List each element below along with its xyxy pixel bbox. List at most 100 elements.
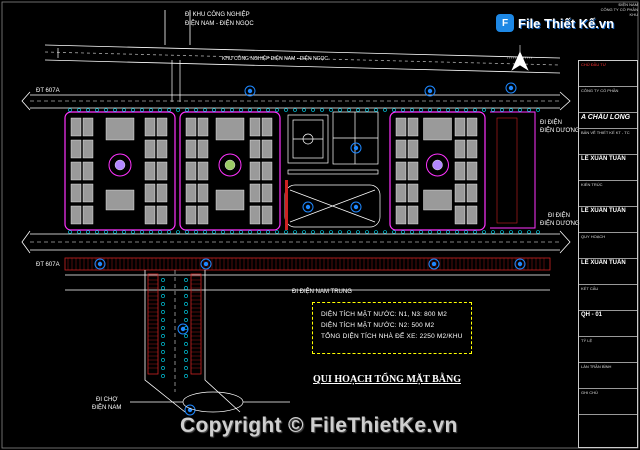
building xyxy=(144,205,156,225)
tree xyxy=(161,350,165,354)
tree xyxy=(176,230,180,234)
water-center xyxy=(247,88,253,94)
tree xyxy=(239,108,243,112)
building xyxy=(395,205,407,225)
building xyxy=(466,117,478,137)
tree xyxy=(158,230,162,234)
water-circle xyxy=(177,323,189,335)
water-circle xyxy=(244,85,256,97)
tree xyxy=(131,230,135,234)
tree xyxy=(184,278,188,282)
titleblock-header: ĐIỆN NAM CÔNG TY CỔ PHẦN KHU xyxy=(578,2,638,58)
plaza-center xyxy=(114,159,126,171)
tree xyxy=(122,230,126,234)
building xyxy=(454,183,466,203)
plaza-ring xyxy=(426,153,449,177)
tree xyxy=(161,366,165,370)
tree xyxy=(212,230,216,234)
building xyxy=(454,161,466,181)
building xyxy=(156,183,168,203)
tree xyxy=(161,334,165,338)
plan-title: QUI HOẠCH TỔNG MẶT BẰNG xyxy=(313,374,461,385)
titleblock-row: KIẾN TRÚC xyxy=(579,181,637,207)
water-center xyxy=(305,204,311,210)
label-dt607a-bottom: ĐT 607A xyxy=(36,262,60,268)
building xyxy=(407,139,419,159)
road-to-market xyxy=(144,270,241,413)
titleblock-row: CÔNG TY CỔ PHẦN xyxy=(579,87,637,113)
titleblock-row: LÊ XUÂN TUẤN xyxy=(579,259,637,285)
legend-line-2: DIỆN TÍCH MẶT NƯỚC: N2: 500 M2 xyxy=(321,322,435,329)
plaza-roof xyxy=(105,117,135,141)
tree xyxy=(491,230,495,234)
building xyxy=(466,161,478,181)
tree xyxy=(365,230,369,234)
titleblock-row: QH - 01 xyxy=(579,311,637,337)
building xyxy=(261,161,273,181)
tree xyxy=(401,230,405,234)
tree xyxy=(185,230,189,234)
tree xyxy=(184,302,188,306)
tree xyxy=(184,318,188,322)
tree xyxy=(266,108,270,112)
filethietke-logo-icon: F xyxy=(496,14,514,32)
building xyxy=(395,139,407,159)
watermark-logo: F File Thiết Kế.vn xyxy=(496,14,614,32)
tree xyxy=(284,108,288,112)
tree xyxy=(437,108,441,112)
tree xyxy=(293,230,297,234)
tree xyxy=(104,230,108,234)
tree xyxy=(410,230,414,234)
building xyxy=(466,205,478,225)
tree xyxy=(536,230,540,234)
tree xyxy=(158,108,162,112)
label-kcn-road: KHU CÔNG NGHIỆP ĐIỆN NAM - ĐIỆN NGỌC xyxy=(222,56,329,62)
residential-blocks xyxy=(64,111,486,231)
water-circle xyxy=(94,258,106,270)
tree xyxy=(167,230,171,234)
industrial-road xyxy=(44,10,561,74)
tree xyxy=(383,108,387,112)
building xyxy=(249,205,261,225)
tree xyxy=(527,230,531,234)
tree xyxy=(374,230,378,234)
tree xyxy=(293,108,297,112)
water-center xyxy=(180,326,186,332)
tree xyxy=(203,230,207,234)
tree xyxy=(161,342,165,346)
building xyxy=(454,117,466,137)
tree-circles xyxy=(68,108,540,378)
tree xyxy=(356,230,360,234)
tree xyxy=(500,108,504,112)
north-arrow-icon xyxy=(507,45,533,71)
block-outline xyxy=(389,111,486,231)
building xyxy=(82,117,94,137)
park-block-south xyxy=(284,180,381,230)
building xyxy=(156,161,168,181)
building xyxy=(407,205,419,225)
tree xyxy=(122,108,126,112)
water-circle xyxy=(424,85,436,97)
building xyxy=(70,139,82,159)
building xyxy=(156,139,168,159)
building xyxy=(407,161,419,181)
tree xyxy=(347,108,351,112)
plaza-roof xyxy=(105,189,135,211)
tree xyxy=(320,108,324,112)
tree xyxy=(95,108,99,112)
tree xyxy=(104,108,108,112)
tree xyxy=(464,230,468,234)
tree xyxy=(455,108,459,112)
tree xyxy=(68,230,72,234)
tree xyxy=(383,230,387,234)
building xyxy=(156,205,168,225)
legend-line-1: DIỆN TÍCH MẶT NƯỚC: N1, N3: 800 M2 xyxy=(321,311,448,318)
tree xyxy=(491,108,495,112)
tree xyxy=(500,230,504,234)
building xyxy=(185,183,197,203)
water-circle xyxy=(350,142,362,154)
plaza-center xyxy=(224,159,236,171)
water-circle xyxy=(505,82,517,94)
building xyxy=(249,183,261,203)
